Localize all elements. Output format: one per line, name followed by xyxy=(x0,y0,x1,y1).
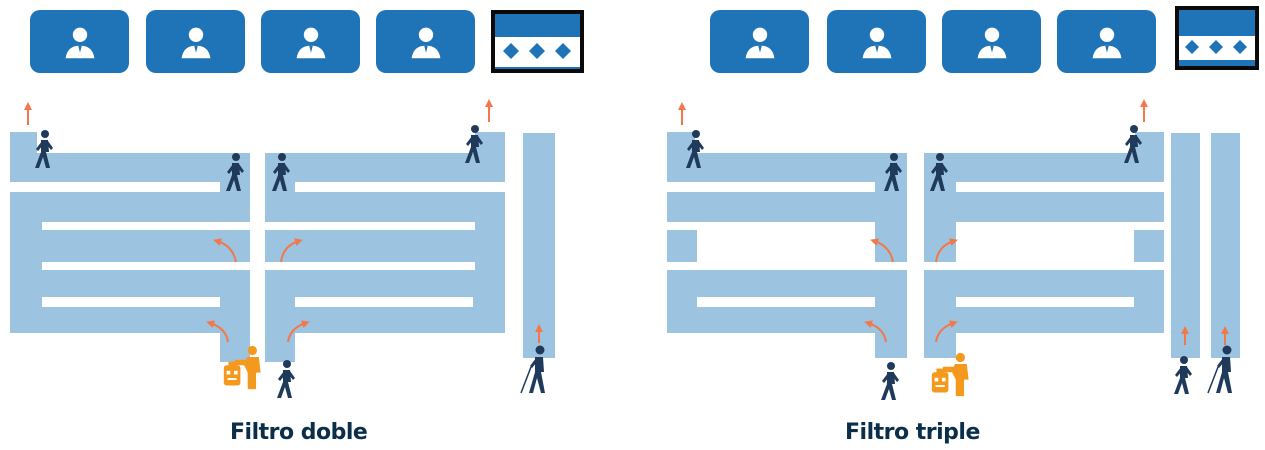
queue-diagram xyxy=(10,10,584,398)
walking-person-icon xyxy=(1174,356,1192,394)
staff-icon xyxy=(931,352,969,397)
screen-icon xyxy=(1175,6,1259,70)
caption-filtro-triple: Filtro triple xyxy=(845,420,980,445)
diagram-filtro-doble: Filtro doble xyxy=(0,0,620,450)
queue-lanes xyxy=(667,132,1240,358)
arrow-icon xyxy=(24,99,543,343)
screen-icon xyxy=(491,10,584,73)
walking-person-icon xyxy=(277,360,295,398)
walking-person-icon xyxy=(881,362,899,400)
queue-diagram xyxy=(667,6,1259,400)
diagram-filtro-triple: Filtro triple xyxy=(655,0,1265,450)
arrow-icon xyxy=(678,99,1229,345)
caption-filtro-doble: Filtro doble xyxy=(230,420,368,445)
